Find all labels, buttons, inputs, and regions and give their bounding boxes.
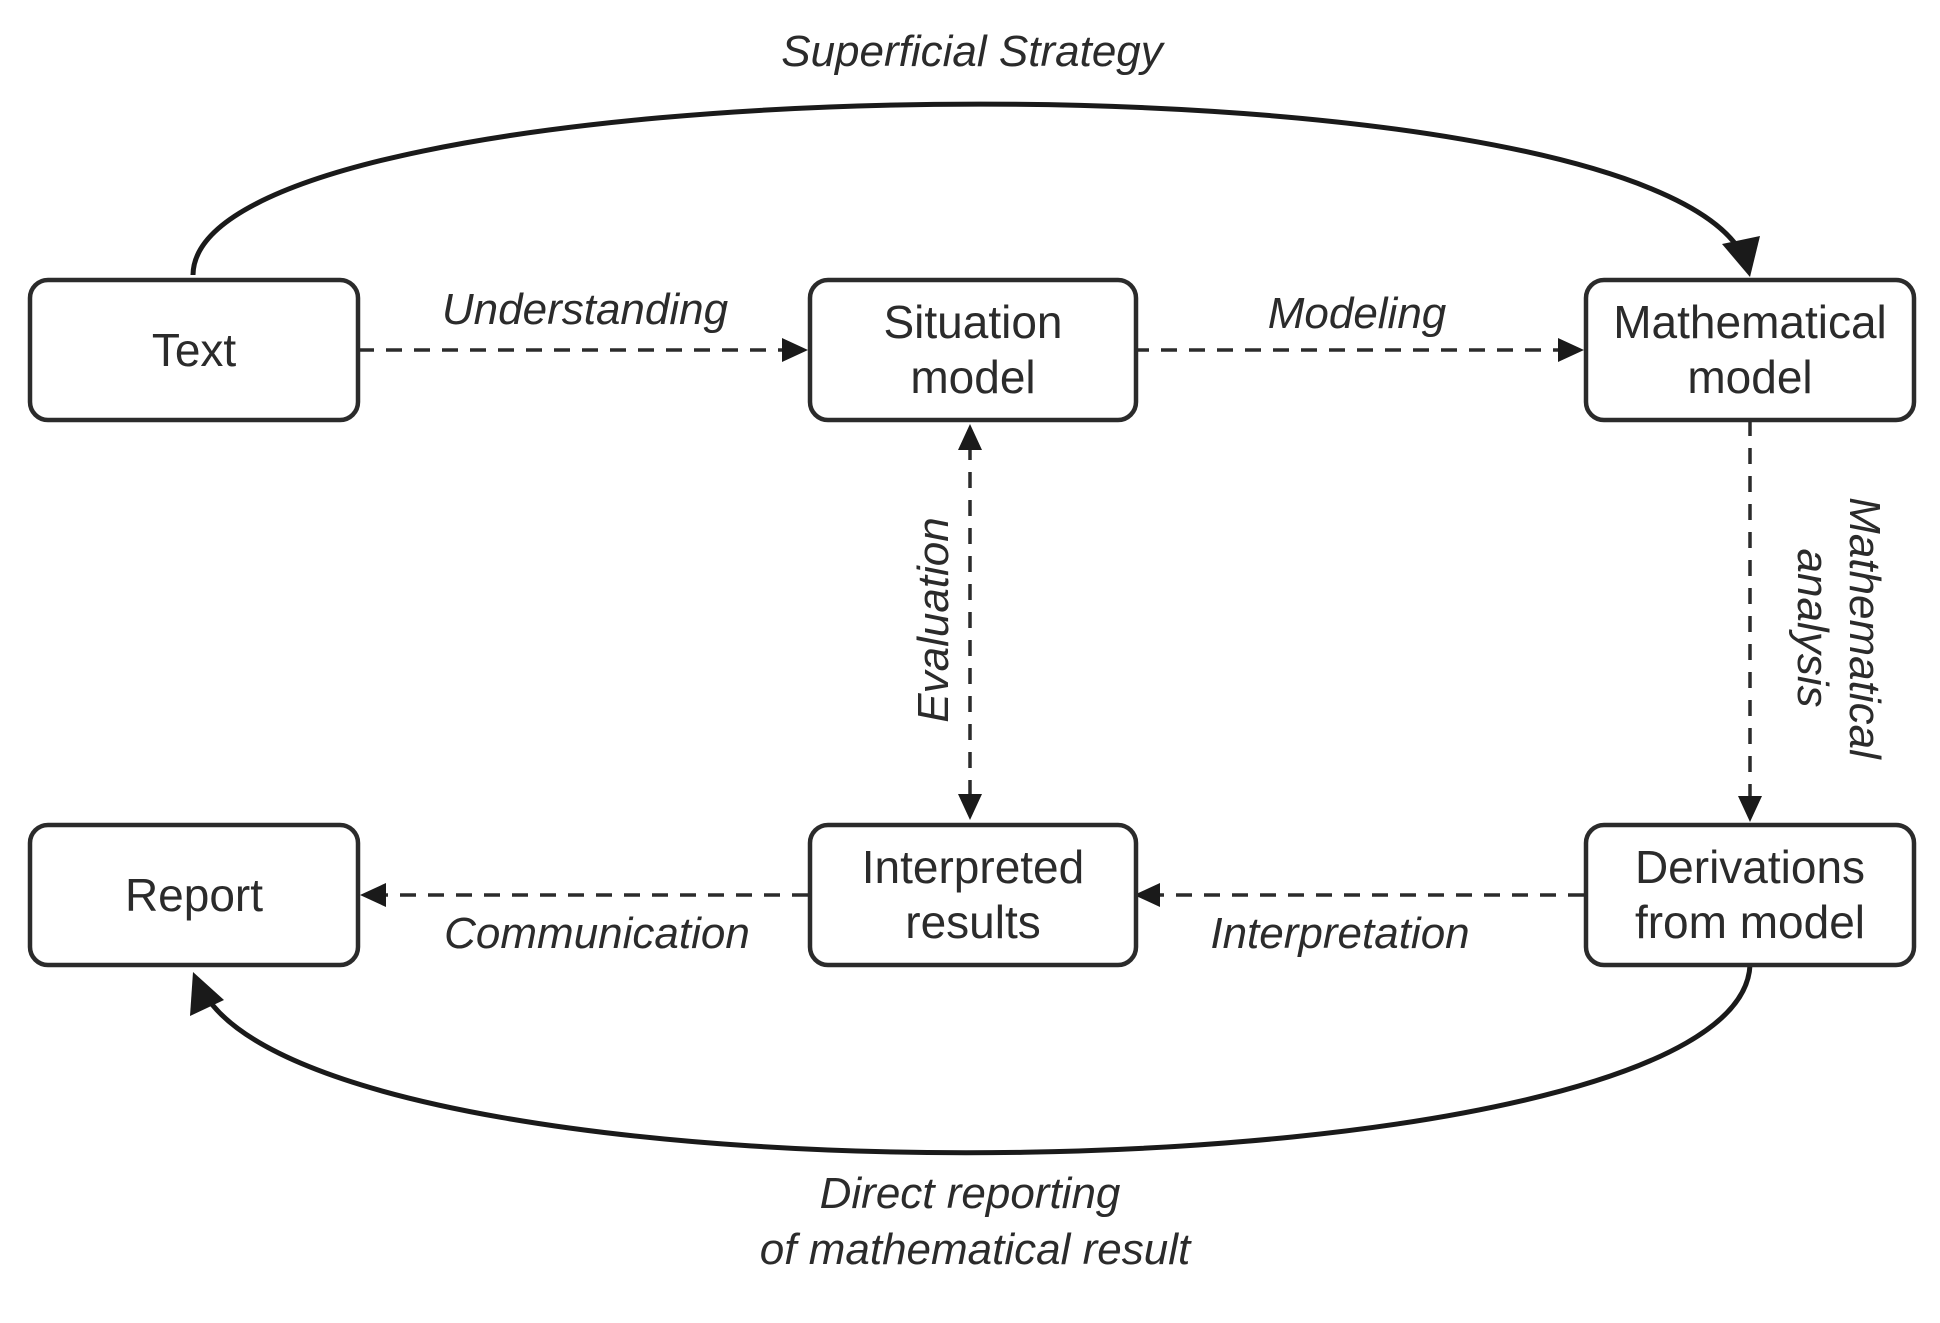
mathematical-analysis-label-line-1: Mathematical	[1840, 497, 1889, 760]
evaluation-label: Evaluation	[909, 517, 958, 722]
interpreted-results-label-line-1: Interpreted	[862, 841, 1084, 893]
interpretation-arrowhead	[1134, 883, 1160, 907]
mathematical-analysis-label-line-2: analysis	[1788, 549, 1837, 708]
interpreted-results-label-line-2: results	[905, 896, 1040, 948]
mathematical-model-label-line-1: Mathematical	[1613, 296, 1887, 348]
understanding-label: Understanding	[442, 285, 729, 334]
situation-model-label-line-2: model	[910, 351, 1035, 403]
derivations-label-line-2: from model	[1635, 896, 1865, 948]
direct-reporting-arrow	[201, 964, 1753, 1156]
interpreted-results-node: Interpreted results	[807, 822, 1139, 968]
communication-label: Communication	[444, 909, 750, 958]
situation-model-node: Situation model	[807, 277, 1139, 423]
evaluation-arrowhead-down	[958, 794, 982, 820]
mathematical-model-label-line-2: model	[1687, 351, 1812, 403]
superficial-strategy-arrowhead	[1722, 236, 1760, 277]
superficial-strategy-arrow	[190, 101, 1748, 276]
mathematical-analysis-arrowhead	[1738, 796, 1762, 822]
text-node: Text	[27, 277, 361, 423]
mathematical-analysis-label: Mathematical analysis	[1788, 497, 1889, 760]
derivations-node: Derivations from model	[1583, 822, 1917, 968]
direct-reporting-label-line-2: of mathematical result	[760, 1225, 1192, 1274]
report-node: Report	[27, 822, 361, 968]
modeling-label: Modeling	[1268, 289, 1447, 338]
situation-model-label-line-1: Situation	[883, 296, 1062, 348]
mathematical-model-node: Mathematical model	[1583, 277, 1917, 423]
communication-arrowhead	[360, 883, 386, 907]
modeling-arrowhead	[1558, 338, 1584, 362]
understanding-arrowhead	[782, 338, 808, 362]
direct-reporting-label-line-1: Direct reporting	[820, 1169, 1121, 1218]
direct-reporting-arrowhead	[190, 972, 224, 1016]
derivations-label-line-1: Derivations	[1635, 841, 1865, 893]
text-node-label: Text	[152, 324, 237, 376]
evaluation-arrowhead-up	[958, 424, 982, 450]
superficial-strategy-label: Superficial Strategy	[781, 27, 1166, 76]
interpretation-label: Interpretation	[1210, 909, 1469, 958]
report-node-label: Report	[125, 869, 263, 921]
